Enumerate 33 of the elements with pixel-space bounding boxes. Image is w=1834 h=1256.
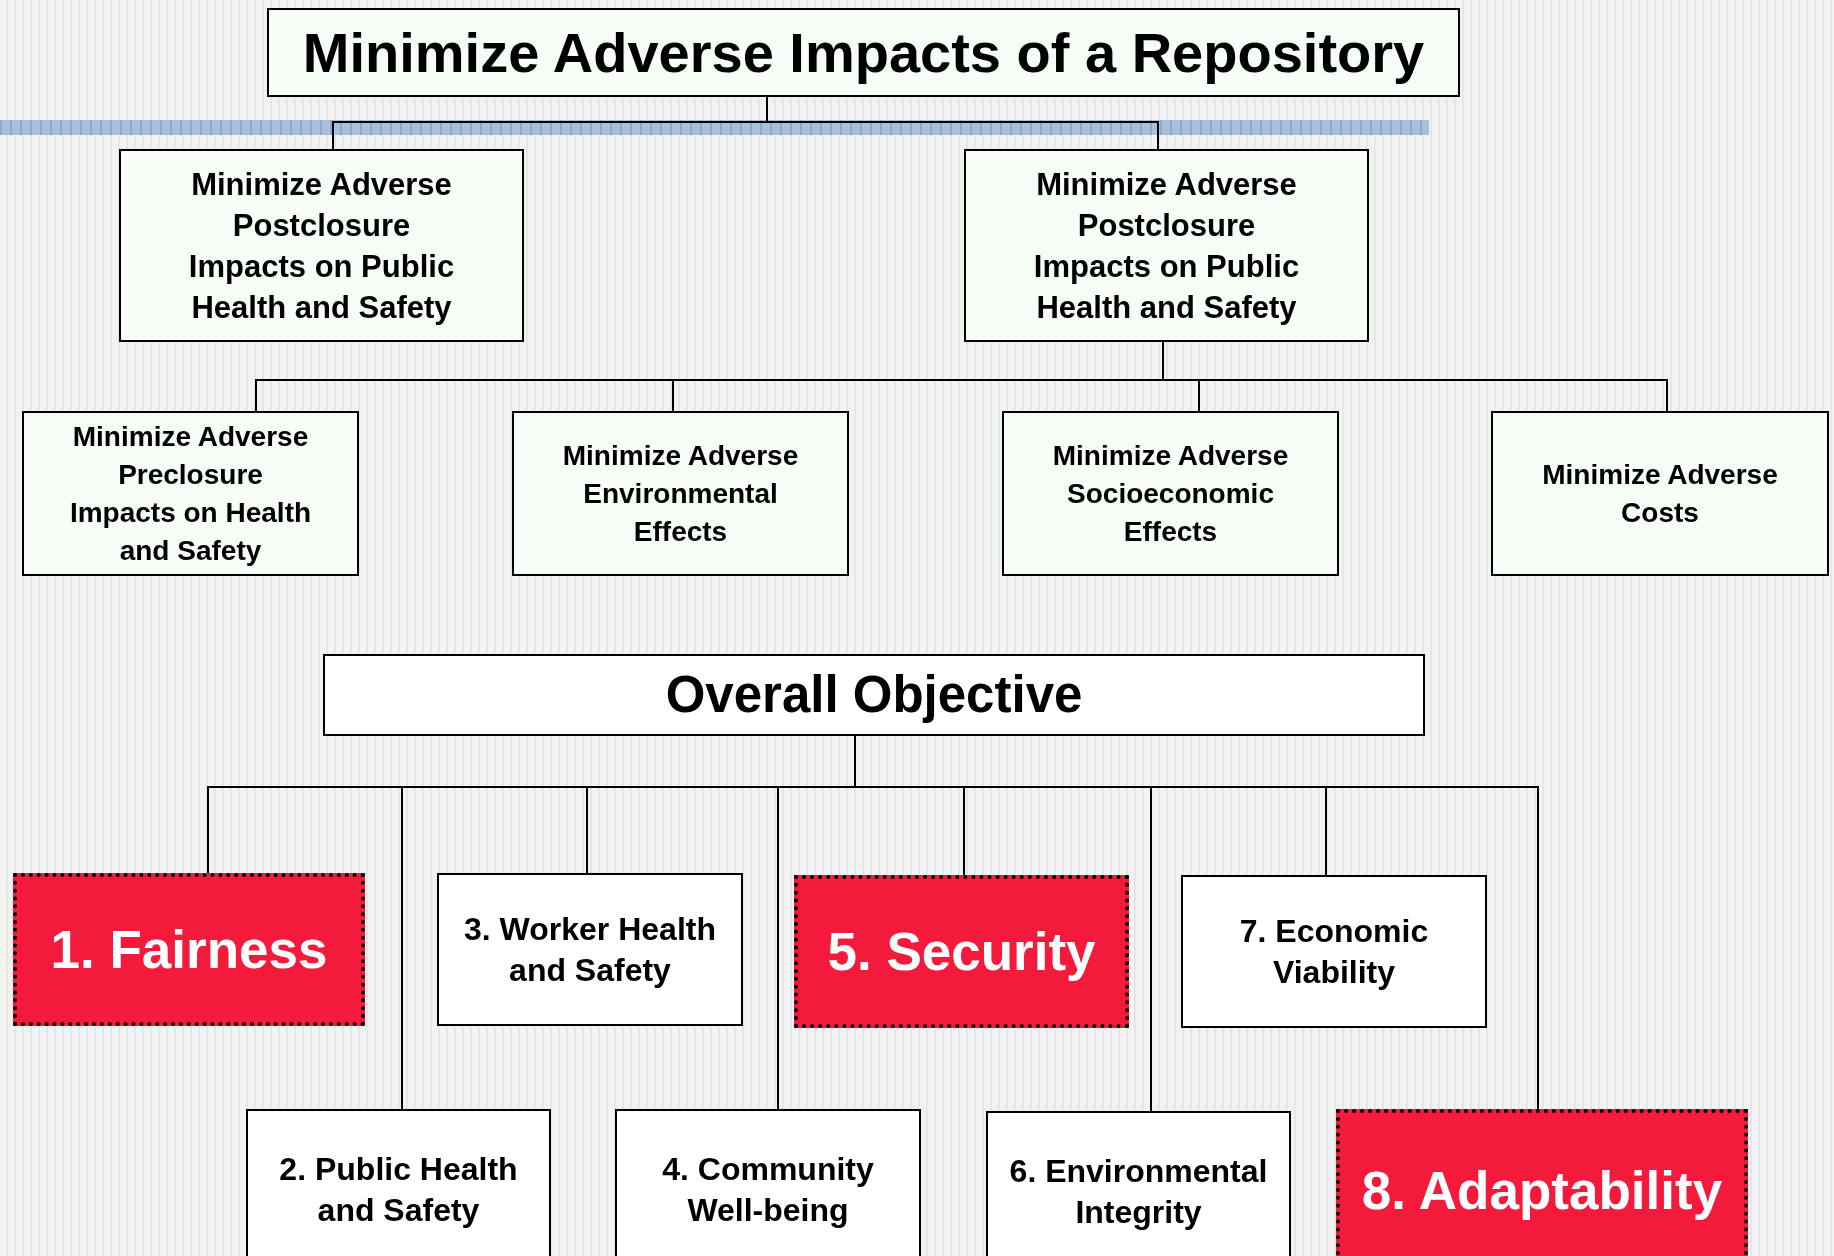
- objective-label: 8. Adaptability: [1361, 1160, 1723, 1222]
- objective-label: 4. Community Well-being: [661, 1150, 875, 1230]
- objective-label: Minimize Adverse Environmental Effects: [561, 438, 800, 549]
- objective-label: Overall Objective: [665, 664, 1083, 725]
- goal-box: [323, 654, 1425, 736]
- objective-box: [437, 873, 743, 1026]
- objective-label: Minimize Adverse Postclosure Impacts on Public Health and Safety: [187, 165, 456, 327]
- objective-label: 7. Economic Viability: [1238, 911, 1430, 992]
- objective-box: [1002, 411, 1339, 576]
- highlighted-objective-box: [794, 875, 1129, 1028]
- objective-label: 6. Environmental Integrity: [1008, 1152, 1269, 1232]
- highlighted-objective-box: [13, 873, 365, 1026]
- objective-label: Minimize Adverse Socioeconomic Effects: [1051, 438, 1290, 549]
- objective-box: [246, 1109, 551, 1256]
- objective-box: [615, 1109, 921, 1256]
- objective-box: [964, 149, 1369, 342]
- objective-label: 1. Fairness: [50, 918, 328, 981]
- objective-box: [986, 1111, 1291, 1256]
- ruler-band: [0, 120, 1429, 135]
- objective-box: [22, 411, 359, 576]
- goal-box: [267, 8, 1460, 97]
- objective-box: [512, 411, 849, 576]
- objective-label: 2. Public Health and Safety: [278, 1150, 519, 1230]
- objective-box: [1491, 411, 1829, 576]
- objective-label: Minimize Adverse Postclosure Impacts on Public Health and Safety: [1032, 165, 1301, 327]
- objective-label: Minimize Adverse Impacts of a Repository: [302, 19, 1425, 86]
- objective-box: [119, 149, 524, 342]
- highlighted-objective-box: [1336, 1109, 1748, 1256]
- objective-label: Minimize Adverse Preclosure Impacts on Health and Safety: [68, 419, 313, 568]
- objective-label: 3. Worker Health and Safety: [463, 909, 717, 990]
- objective-label: 5. Security: [827, 920, 1096, 983]
- objective-box: [1181, 875, 1487, 1028]
- objective-label: Minimize Adverse Costs: [1541, 457, 1779, 530]
